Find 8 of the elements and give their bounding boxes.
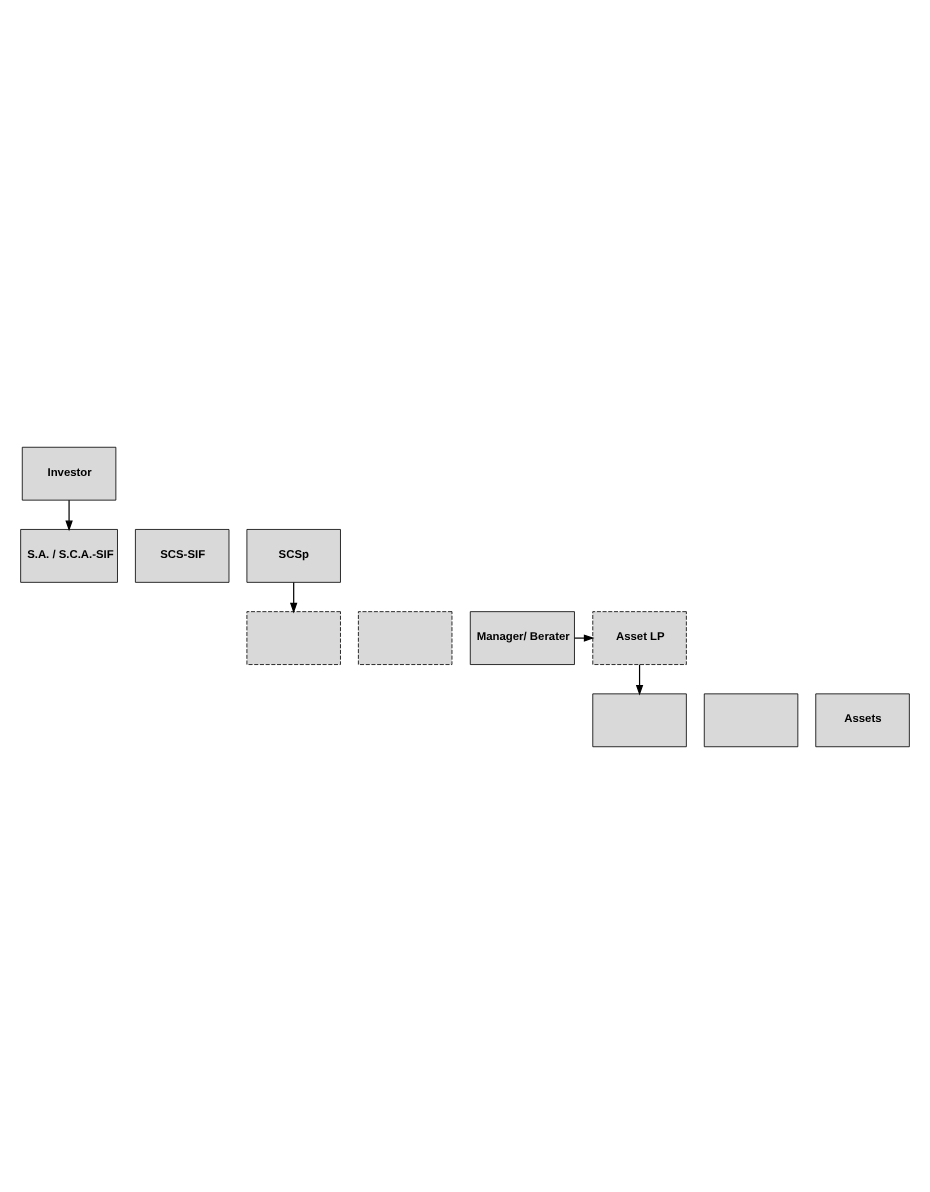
node-box <box>246 610 341 664</box>
arrow <box>573 633 595 641</box>
arrow <box>65 498 73 531</box>
arrow <box>290 580 298 613</box>
arrow <box>635 663 644 695</box>
node-box <box>592 692 687 747</box>
node-box <box>703 692 799 747</box>
node-box <box>358 610 453 664</box>
